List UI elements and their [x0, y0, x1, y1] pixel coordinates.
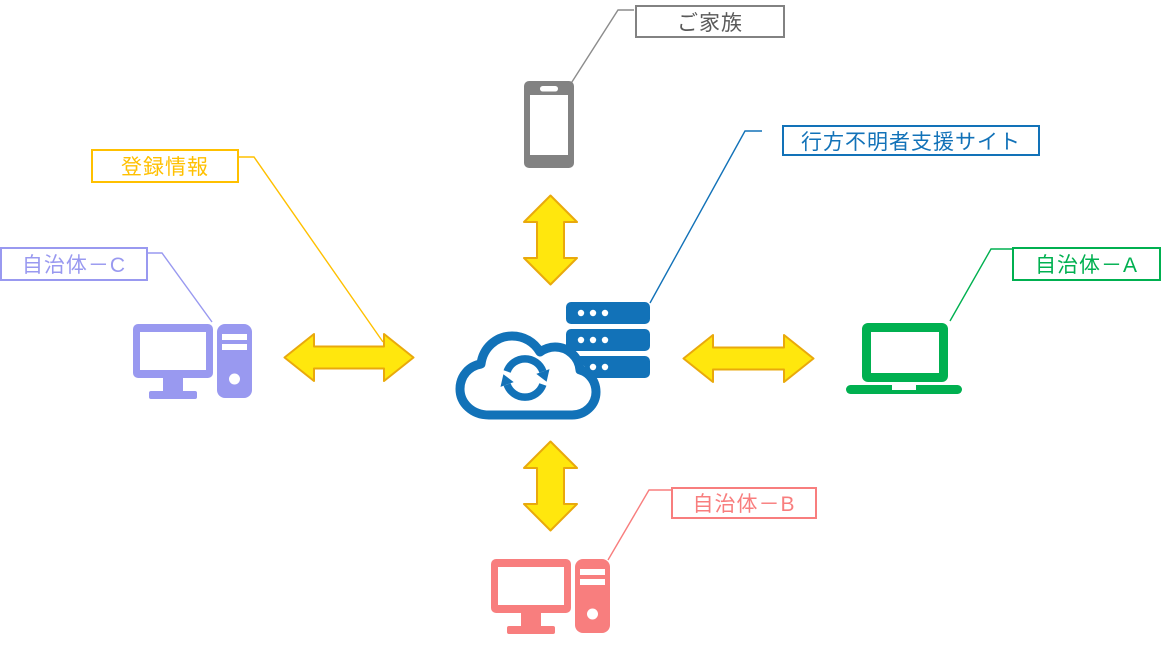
registration-info-label: 登録情報 — [91, 149, 239, 183]
double-arrow-left — [283, 333, 415, 382]
leader-municipality-b — [607, 489, 671, 561]
sync-arrows — [500, 355, 550, 401]
desktop-computer-icon-c — [133, 324, 252, 399]
leader-support-site — [649, 130, 762, 304]
desktop-computer-icon-b — [491, 559, 610, 634]
leader-registration-info — [239, 156, 384, 343]
leader-family — [569, 9, 634, 86]
municipality-c-label: 自治体－C — [0, 247, 148, 281]
municipality-a-label: 自治体－A — [1012, 247, 1161, 281]
support-site-label: 行方不明者支援サイト — [782, 125, 1040, 156]
double-arrow-bottom — [523, 440, 578, 532]
double-arrow-top — [523, 194, 578, 286]
smartphone-icon — [524, 81, 574, 168]
leader-municipality-c — [148, 252, 213, 323]
family-label: ご家族 — [635, 5, 785, 38]
cloud-sync-icon — [455, 331, 601, 420]
double-arrow-right — [682, 334, 815, 383]
leader-municipality-a — [949, 248, 1012, 322]
laptop-icon — [846, 323, 962, 394]
municipality-b-label: 自治体－B — [671, 487, 817, 519]
